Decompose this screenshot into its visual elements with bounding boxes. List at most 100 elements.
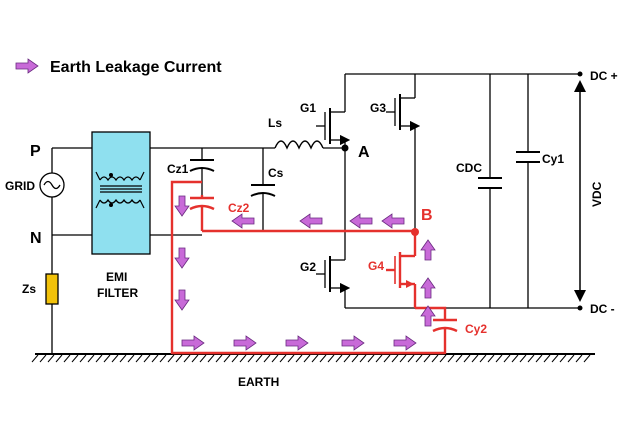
ground-hatch-mark [55,354,63,363]
ground-hatch-mark [159,354,167,363]
ground-hatch-mark [495,354,503,363]
ground-hatch-mark [335,354,343,363]
ground-hatch-mark [183,354,191,363]
ground-hatch-mark [359,354,367,363]
ground-hatch-mark [175,354,183,363]
ground-hatch-mark [255,354,263,363]
emi-filter-box [91,131,151,255]
ground-hatch-mark [271,354,279,363]
zs-impedance: Zs [22,235,59,354]
ground-hatch-mark [191,354,199,363]
ground-hatch-mark [423,354,431,363]
ground-hatch-mark [463,354,471,363]
leakage-arrow-icon [174,289,190,311]
igbt-g4: G4 [368,232,417,288]
leakage-arrow-icon [381,213,405,229]
ground-hatch-mark [295,354,303,363]
ground-hatch-mark [351,354,359,363]
ground-hatch-mark [63,354,71,363]
cz1-label: Cz1 [167,162,189,176]
leakage-arrow-icon [231,213,255,229]
cs-capacitor: Cs [250,148,284,231]
legend-arrow-icon [15,58,39,74]
ground-hatch-mark [559,354,567,363]
ground-hatch-mark [503,354,511,363]
node-b-label: B [421,207,433,224]
ground-hatch-mark [111,354,119,363]
leakage-arrow-icon [341,335,365,351]
ground-hatch-mark [415,354,423,363]
ground-hatch-mark [439,354,447,363]
leakage-arrow-icon [233,335,257,351]
ground-hatch-mark [215,354,223,363]
ground-hatch-mark [487,354,495,363]
g1-label: G1 [300,101,316,115]
ground-hatch-mark [287,354,295,363]
ground-hatch-mark [479,354,487,363]
ground-hatch-mark [511,354,519,363]
ground-hatch-mark [239,354,247,363]
ground-hatch-mark [391,354,399,363]
ac-lines: Ls A [150,116,370,236]
dc-plus-label: DC + [590,69,618,83]
ground-hatch-mark [143,354,151,363]
leakage-path: Cz2 B G4 Cy2 [170,180,487,355]
emi-label: EMI [106,270,127,284]
n-label: N [30,230,42,247]
p-label: P [30,143,41,160]
cdc-label: CDC [456,161,482,175]
dc-bus: CDC Cy1 DC + DC - VDC [345,69,618,316]
ground-hatch-mark [519,354,527,363]
ground-hatch-mark [327,354,335,363]
ground-hatch-mark [407,354,415,363]
half-bridge-a: G1 G2 [300,73,580,308]
cs-label: Cs [268,166,284,180]
igbt-g3: G3 [370,94,421,132]
ground-hatch-mark [47,354,55,363]
leakage-arrow-icon [420,239,436,261]
igbt-g2: G2 [300,256,351,294]
half-bridge-b: G3 [370,74,421,232]
ground-hatch-mark [279,354,287,363]
ground-hatch-mark [319,354,327,363]
ground-hatch-mark [119,354,127,363]
g4-label: G4 [368,259,384,273]
ground-hatch-mark [551,354,559,363]
zs-resistor-icon [45,273,59,305]
ground-hatch-mark [431,354,439,363]
ground-hatch-mark [543,354,551,363]
ground-hatch-mark [87,354,95,363]
igbt-g1: G1 [300,101,351,146]
leakage-arrow-icon [181,335,205,351]
ground-hatch-mark [471,354,479,363]
zs-label: Zs [22,282,36,296]
vdc-label: VDC [590,181,604,207]
ground-hatch-mark [303,354,311,363]
ground-hatch-mark [383,354,391,363]
cy1-label: Cy1 [542,152,564,166]
leakage-arrow-icon [285,335,309,351]
cy2-label: Cy2 [465,322,487,336]
dc-minus-label: DC - [590,302,615,316]
ground-hatch-mark [527,354,535,363]
ground-hatch-mark [95,354,103,363]
ground-hatch-mark [375,354,383,363]
leakage-arrow-icon [393,335,417,351]
filter-label: FILTER [97,286,138,300]
transformer-icon [95,171,145,209]
legend: Earth Leakage Current [15,58,222,76]
grid-label: GRID [5,179,35,193]
ground-hatch-mark [71,354,79,363]
ground-hatch-mark [535,354,543,363]
legend-label: Earth Leakage Current [50,59,222,76]
vdc-arrow-down-icon [574,290,586,302]
leakage-arrow-icon [174,195,190,217]
leakage-arrows [174,195,436,351]
ground-hatch-mark [311,354,319,363]
ground-hatch-mark [39,354,47,363]
cz2-label: Cz2 [228,201,250,215]
g2-label: G2 [300,260,316,274]
ls-label: Ls [268,116,282,130]
ground-hatch-mark [223,354,231,363]
